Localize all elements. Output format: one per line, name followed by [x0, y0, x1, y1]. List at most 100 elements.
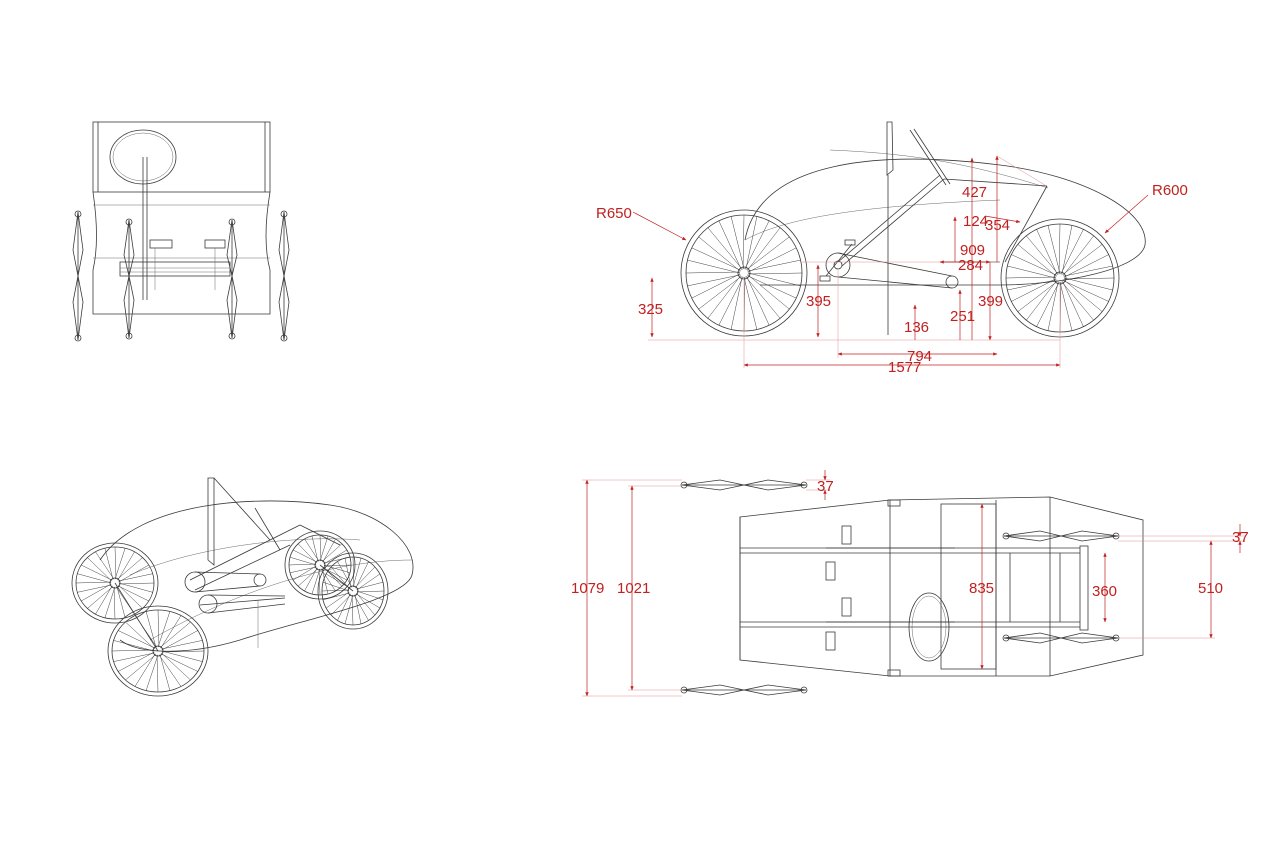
wheel-spoke [745, 216, 758, 270]
wheel-spoke [81, 564, 113, 581]
wheel-spoke [318, 568, 321, 596]
dim-399: 399 [978, 293, 1003, 310]
wheel-spoke [77, 584, 112, 593]
wheel-spoke [747, 272, 801, 287]
wheel-spoke [117, 585, 149, 602]
wheel-spoke [1063, 279, 1103, 312]
wheel-spoke [1011, 278, 1057, 302]
wheel-spoke [116, 586, 126, 618]
wheel-spoke [730, 216, 745, 270]
wheel-spoke [743, 276, 758, 330]
wheel-spoke [746, 275, 797, 299]
wheel-spoke [95, 551, 115, 580]
wheel-spoke [1036, 281, 1060, 327]
wheel-spoke [352, 558, 362, 588]
wheel-spoke [116, 557, 143, 580]
wheel-spoke [744, 220, 770, 270]
wheel-spoke [687, 274, 741, 287]
wheel-spoke [157, 609, 160, 648]
wheel-spoke [1058, 223, 1061, 275]
dim-251: 251 [950, 308, 975, 325]
wheel-spoke [730, 276, 743, 330]
front-wheel-inner-right [226, 218, 238, 340]
wheel-spoke [319, 535, 329, 562]
top-view-rear-wheel-bottom [680, 684, 808, 696]
wheel-spoke [356, 590, 384, 601]
front-wheel-outer-left [72, 210, 84, 342]
wheel-spoke [1026, 235, 1059, 275]
wheel-spoke [118, 651, 155, 672]
wheel-spoke [1007, 279, 1057, 291]
wheel-spoke [321, 568, 329, 595]
dim-427: 427 [962, 184, 987, 201]
wheel-spoke [707, 275, 741, 319]
wheel-spoke [160, 653, 198, 672]
dim-354: 354 [985, 217, 1010, 234]
wheel-spoke [118, 584, 143, 609]
wheel-spoke [87, 586, 114, 609]
wheel-spoke [293, 565, 317, 581]
wheel-spoke [1062, 280, 1084, 327]
wheel-spoke [356, 592, 376, 616]
wheel-spoke [698, 236, 741, 272]
iso-wheel-front-right [317, 552, 389, 630]
wheel-spoke [320, 568, 336, 592]
wheel-spoke [145, 611, 157, 648]
wheel-spoke [117, 551, 135, 581]
dim-794: 794 [907, 348, 932, 365]
wheel-spoke [356, 581, 384, 590]
wheel-spoke [1061, 281, 1094, 321]
wheel-spoke [356, 573, 380, 591]
wheel-spoke [95, 585, 113, 615]
wheel-spoke [1026, 280, 1057, 321]
wheel-spoke [747, 227, 781, 271]
wheel-spoke [323, 564, 351, 573]
wheel-spoke [1063, 235, 1094, 276]
top-view [582, 470, 1245, 697]
wheel-spoke [311, 568, 321, 595]
wheel-spoke [87, 557, 112, 582]
wheel-spoke [354, 594, 362, 624]
wheel-spoke [747, 247, 797, 273]
wheel-spoke [297, 568, 319, 587]
dim-37-right: 37 [1232, 529, 1249, 546]
wheel-spoke [75, 581, 112, 584]
wheel-spoke [747, 274, 790, 310]
wheel-spoke [161, 650, 205, 653]
wheel-spoke [81, 583, 112, 602]
wheel-spoke [157, 611, 171, 648]
wheel-spoke [104, 586, 116, 618]
wheel-spoke [114, 548, 126, 580]
dim-1577: 1577 [888, 359, 921, 376]
dim-37-top: 37 [817, 478, 834, 495]
dim-510: 510 [1198, 580, 1223, 597]
wheel-spoke [354, 566, 376, 588]
wheel-spoke [134, 653, 156, 687]
wheel-spoke [1062, 244, 1103, 275]
wheel-spoke [113, 640, 155, 652]
wheel-spoke [1005, 276, 1057, 279]
dim-124: 124 [963, 213, 988, 230]
wheel-spoke [747, 259, 801, 272]
dim-909: 909 [960, 242, 985, 259]
label-radius-rear: R650 [596, 205, 632, 222]
dim-835: 835 [969, 580, 994, 597]
wheel-spoke [288, 563, 317, 566]
wheel-spoke [1062, 280, 1109, 302]
wheel-spoke [1007, 265, 1057, 279]
wheel-spoke [159, 621, 191, 648]
wheel-spoke [145, 654, 159, 691]
wheel-spoke [355, 593, 380, 609]
front-view [72, 121, 290, 342]
wheel-spoke [159, 654, 171, 691]
wheel-spoke [161, 640, 203, 650]
wheel-spoke [118, 582, 153, 593]
wheel-spoke [321, 543, 343, 562]
wheel-spoke [304, 567, 318, 592]
wheel-spoke [685, 271, 741, 274]
dim-325: 325 [638, 301, 663, 318]
wheel-spoke [1017, 244, 1057, 277]
wheel-spoke [698, 276, 742, 310]
wheel-spoke [344, 594, 354, 624]
